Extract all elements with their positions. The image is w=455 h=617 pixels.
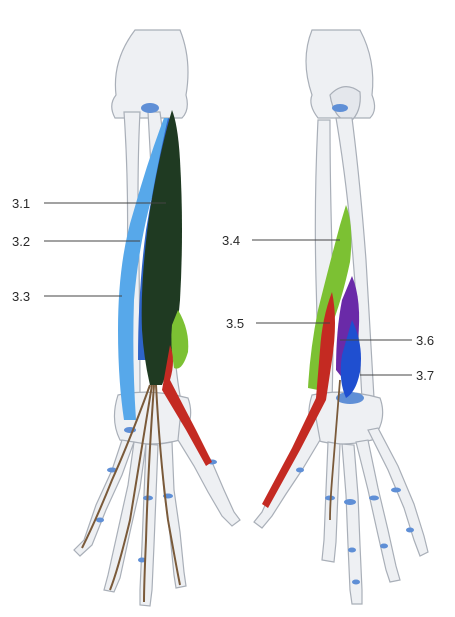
label-3-6: 3.6: [416, 333, 434, 348]
label-3-3-group: 3.3: [12, 289, 122, 304]
label-3-5: 3.5: [226, 316, 244, 331]
label-3-5-group: 3.5: [226, 316, 330, 331]
left-arm: [74, 30, 240, 606]
left-thumb: [178, 420, 240, 526]
right-finger-3: [342, 444, 362, 604]
right-arm: [254, 30, 428, 604]
label-3-7: 3.7: [416, 368, 434, 383]
label-3-2: 3.2: [12, 234, 30, 249]
label-3-4: 3.4: [222, 233, 240, 248]
label-3-1: 3.1: [12, 196, 30, 211]
right-fingers: [254, 418, 428, 604]
label-3-2-group: 3.2: [12, 234, 140, 249]
left-finger-4: [160, 442, 186, 588]
label-3-3: 3.3: [12, 289, 30, 304]
